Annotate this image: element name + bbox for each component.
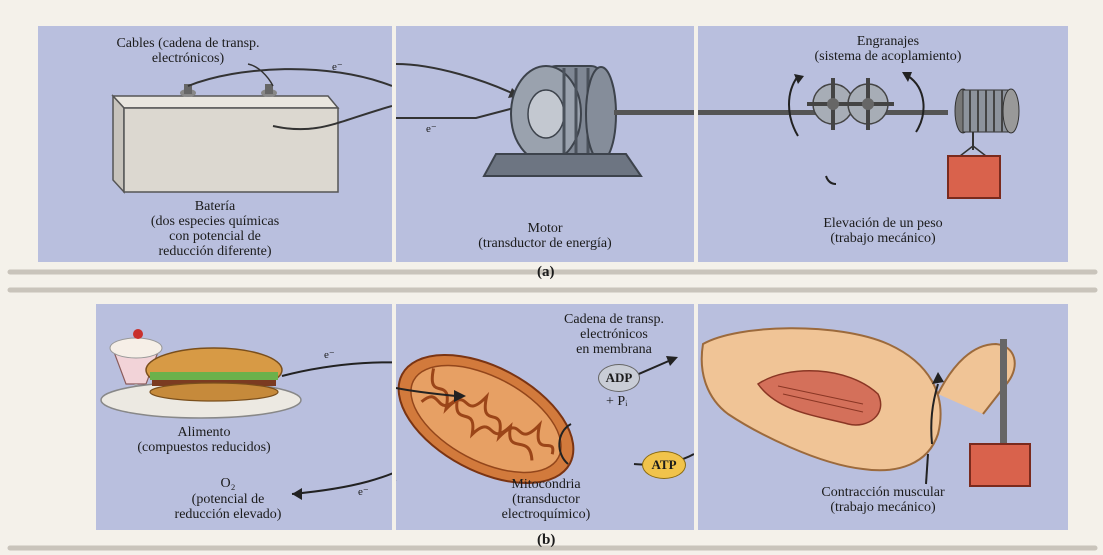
o2-label-line1: O₂: [221, 476, 236, 491]
motor-panel: e⁻ Motor (transductor de energía): [396, 26, 694, 262]
muscle-panel: Contracción muscular (trabajo mecánico): [698, 304, 1068, 530]
weight-icon: [948, 156, 1000, 198]
battery-label-line1: Batería: [195, 199, 235, 214]
food-panel: e⁻ e⁻ Alimento (compuestos reducidos) O₂…: [96, 304, 392, 530]
mito-label-line2: (transductor: [512, 492, 580, 507]
electron-label-bottom-b: e⁻: [358, 485, 369, 498]
battery-label-line3: con potencial de: [169, 229, 261, 244]
o2-label-line3: reducción elevado): [175, 507, 282, 522]
gears-panel: Engranajes (sistema de acoplamiento): [698, 26, 1068, 262]
pi-label: + Pᵢ: [606, 394, 627, 409]
food-label-line1: Alimento: [178, 425, 231, 440]
battery-panel: Cables (cadena de transp. electrónicos) …: [38, 26, 392, 262]
weight-label-line2: (trabajo mecánico): [830, 231, 935, 246]
electron-label-bottom-a: e⁻: [426, 122, 437, 135]
motor-label-line1: Motor: [528, 221, 563, 236]
o2-label-line2: (potencial de: [192, 492, 265, 507]
weight-label-line1: Elevación de un peso: [823, 216, 942, 231]
adp-badge: ADP: [598, 364, 640, 392]
muscle-label-line2: (trabajo mecánico): [830, 500, 935, 515]
food-label-line2: (compuestos reducidos): [137, 440, 270, 455]
battery-label-line2: (dos especies químicas: [151, 214, 279, 229]
caption-b: (b): [537, 532, 555, 549]
mito-label-line3: electroquímico): [502, 507, 591, 522]
mitochondria-panel: Cadena de transp. electrónicos en membra…: [396, 304, 694, 530]
battery-label-line4: reducción diferente): [158, 244, 271, 259]
motor-label-line2: (transductor de energía): [478, 236, 611, 251]
dumbbell-icon: [970, 444, 1030, 486]
mito-label-line1: Mitocondria: [511, 477, 580, 492]
muscle-label-line1: Contracción muscular: [821, 485, 944, 500]
electron-label-top-a: e⁻: [332, 60, 343, 73]
atp-badge: ATP: [642, 451, 686, 479]
battery-body-icon: [124, 108, 338, 192]
electron-label-top-b: e⁻: [324, 348, 335, 361]
caption-a: (a): [537, 264, 555, 281]
